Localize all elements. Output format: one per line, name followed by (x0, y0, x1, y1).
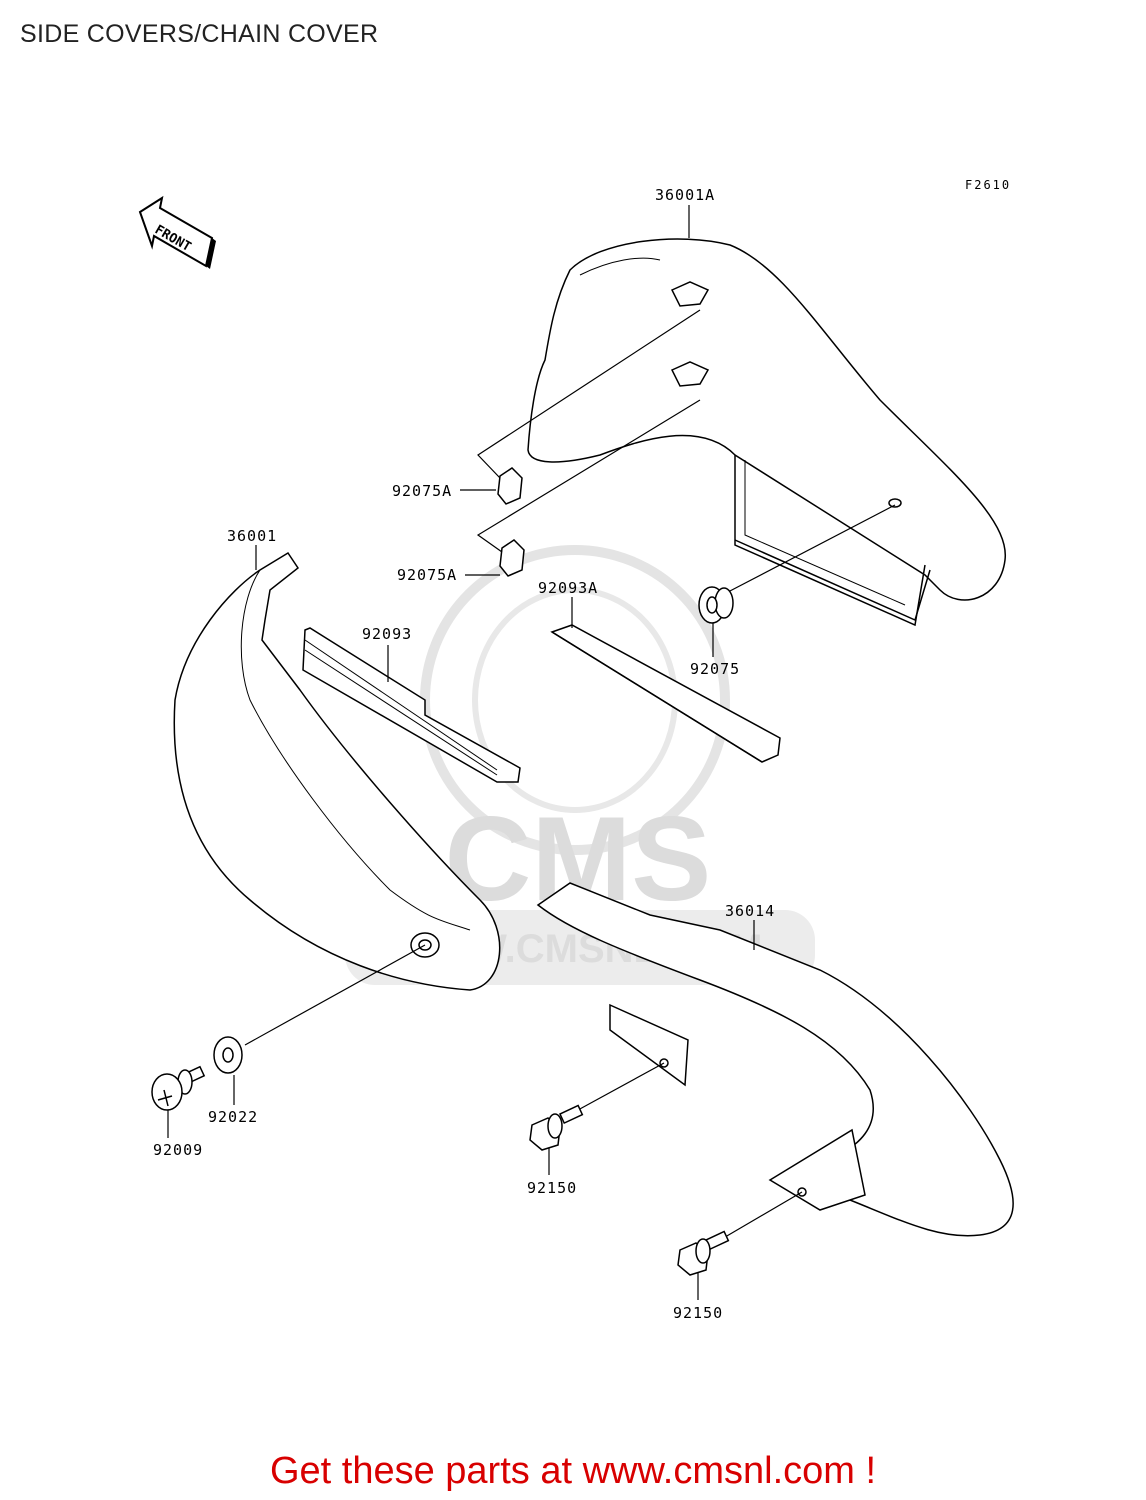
clip-92075A-lower-icon (499, 539, 525, 577)
strip-92093A-shape (550, 624, 781, 763)
page-title: SIDE COVERS/CHAIN COVER (20, 20, 379, 48)
figure-code: F2610 (965, 178, 1011, 192)
part-label-92093A: 92093A (538, 579, 598, 597)
part-label-92150-lower: 92150 (673, 1304, 723, 1322)
grommet-92075-icon (698, 586, 734, 624)
part-label-36001: 36001 (227, 527, 277, 545)
side-cover-36001-shape (173, 551, 501, 991)
strip-92093-shape (302, 627, 521, 783)
part-label-92093: 92093 (362, 625, 412, 643)
part-label-92009: 92009 (153, 1141, 203, 1159)
part-label-92075: 92075 (690, 660, 740, 678)
part-label-92075A-lower: 92075A (397, 566, 457, 584)
part-label-36014: 36014 (725, 902, 775, 920)
part-label-92022: 92022 (208, 1108, 258, 1126)
washer-92022-icon (213, 1036, 243, 1074)
bolt-92150-upper-icon (529, 1104, 584, 1151)
bolt-92150-lower-icon (677, 1230, 730, 1276)
part-label-92150-upper: 92150 (527, 1179, 577, 1197)
leader-lines-lower (167, 944, 803, 1300)
part-36001A-shape (527, 238, 1006, 627)
promo-link[interactable]: Get these parts at www.cmsnl.com ! (269, 1450, 877, 1492)
part-label-92075A-upper: 92075A (392, 482, 452, 500)
chain-guard-36014-shape (536, 882, 1014, 1237)
clip-92075A-upper-icon (497, 467, 523, 505)
part-label-36001A: 36001A (655, 186, 715, 204)
leader-lines-upper (460, 205, 896, 657)
screw-92009-icon (151, 1065, 206, 1111)
front-arrow-icon: FRONT (138, 195, 216, 269)
